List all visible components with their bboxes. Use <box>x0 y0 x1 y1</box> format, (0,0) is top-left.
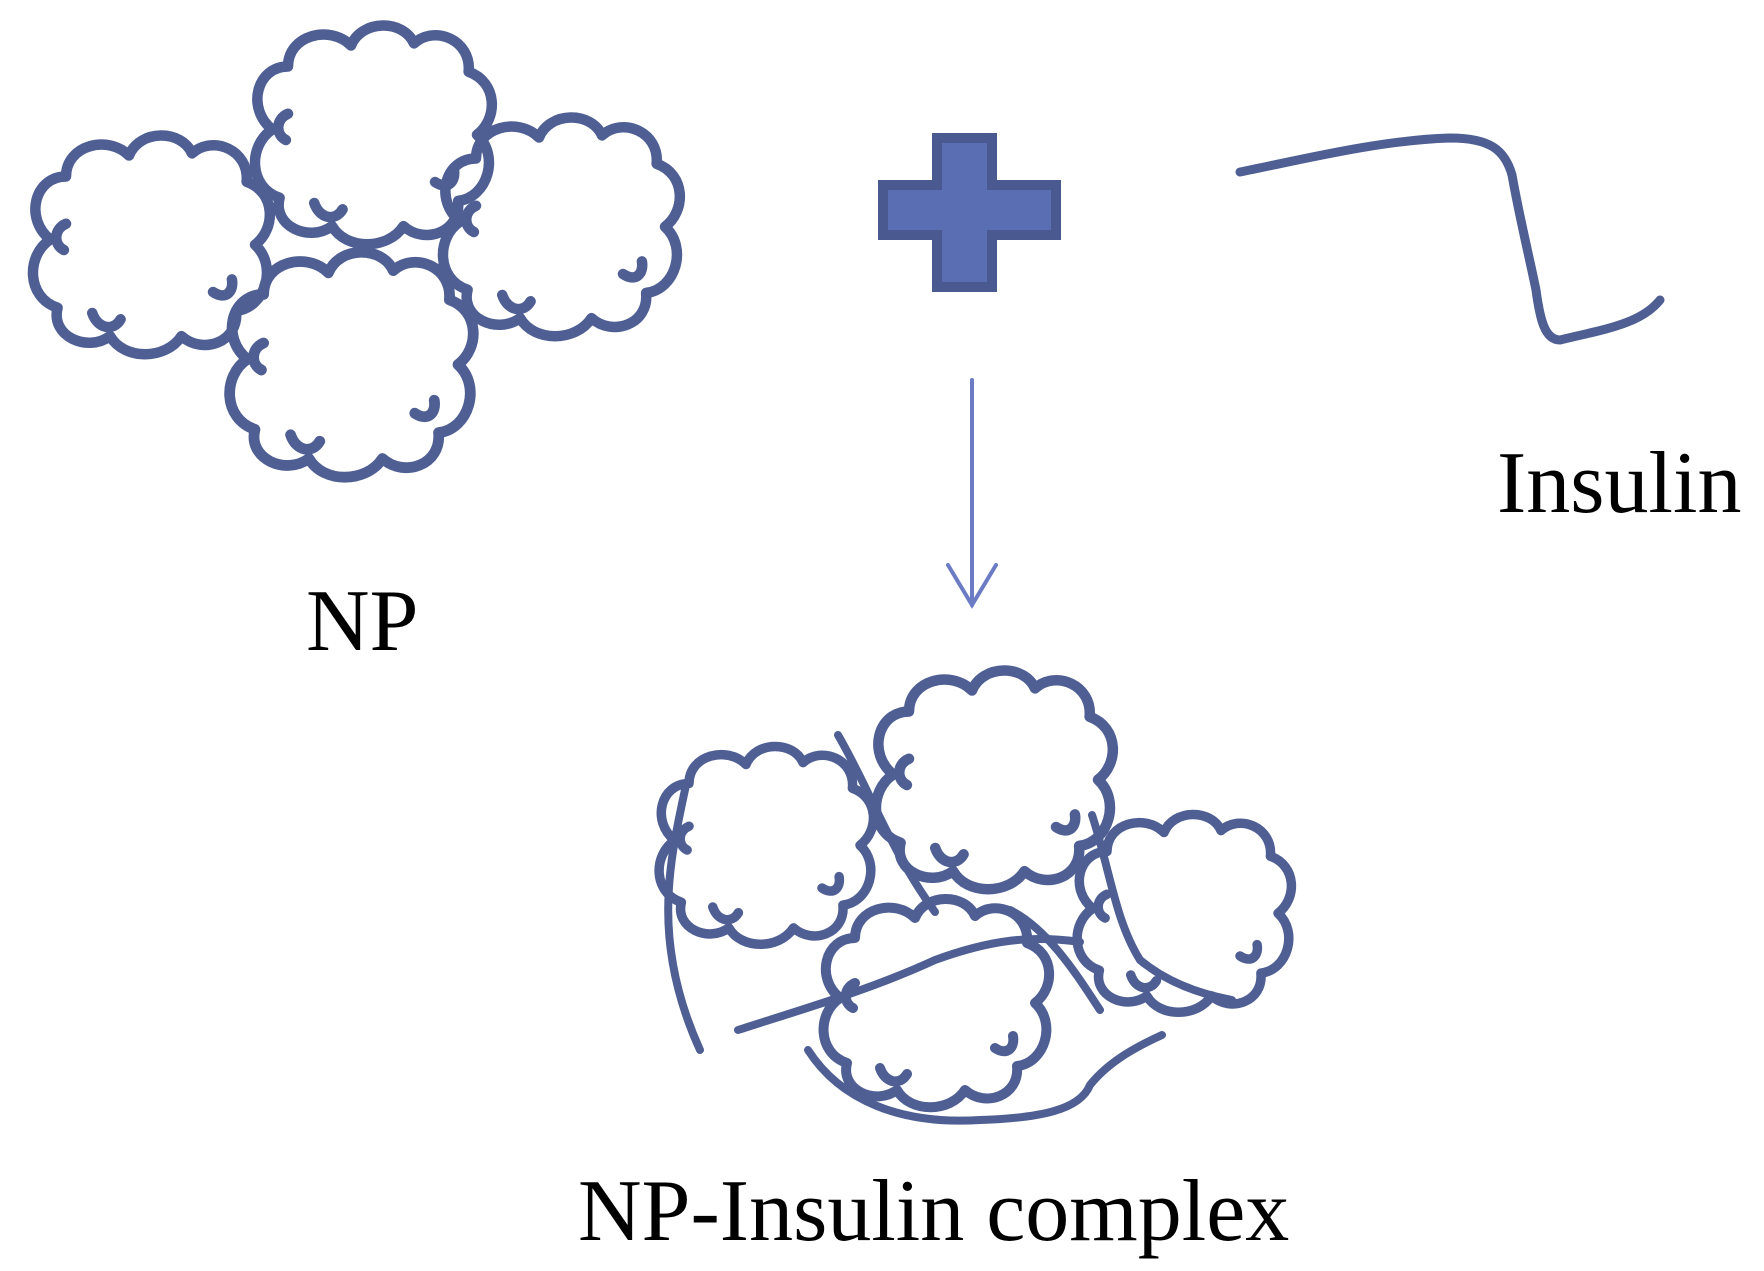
np-insulin-complex-label: NP-Insulin complex <box>578 1163 1290 1260</box>
insulin-strand <box>1235 133 1665 345</box>
np-label: NP <box>306 573 419 670</box>
complex-particle-left <box>659 746 873 944</box>
np-particle-right <box>443 118 680 337</box>
np-particle-bottom <box>230 252 474 477</box>
complex-insulin-strands <box>664 731 1236 1125</box>
plus-icon <box>878 133 1061 292</box>
complex-particle-top <box>876 671 1113 890</box>
arrow-down-icon <box>946 378 998 609</box>
np-cluster <box>33 26 680 478</box>
insulin-label: Insulin <box>1497 435 1742 532</box>
complex-particle-bottom <box>824 899 1050 1107</box>
np-insulin-complex <box>659 671 1291 1125</box>
